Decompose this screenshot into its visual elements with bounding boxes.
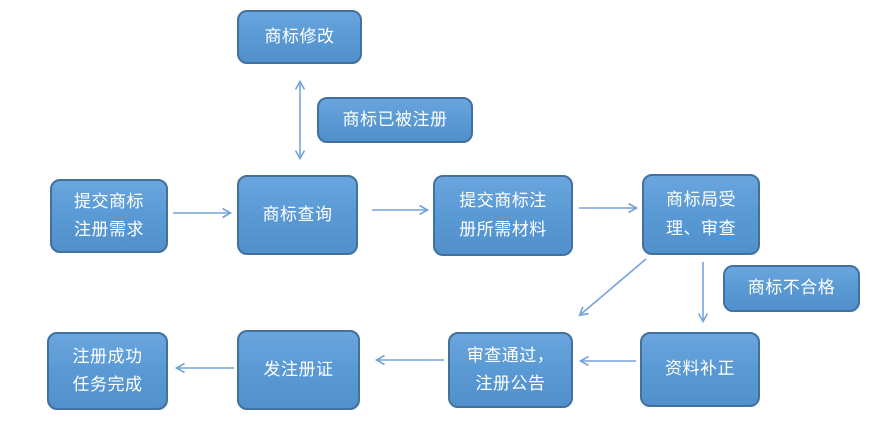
node-trademark-already-registered: 商标已被注册 xyxy=(317,97,473,143)
node-material-correction: 资料补正 xyxy=(640,332,760,407)
node-trademark-unqualified: 商标不合格 xyxy=(723,265,860,312)
node-submit-required-materials: 提交商标注 册所需材料 xyxy=(433,175,573,256)
arrow-office-to-approved xyxy=(580,258,647,315)
node-issue-certificate: 发注册证 xyxy=(237,330,360,410)
node-registration-success-done: 注册成功 任务完成 xyxy=(47,332,168,410)
node-submit-registration-request: 提交商标 注册需求 xyxy=(50,179,168,253)
node-office-accept-examine: 商标局受 理、审查 xyxy=(642,174,760,255)
node-examination-passed-announcement: 审查通过， 注册公告 xyxy=(448,332,573,408)
node-trademark-query: 商标查询 xyxy=(237,175,358,255)
node-trademark-modify: 商标修改 xyxy=(237,10,362,64)
